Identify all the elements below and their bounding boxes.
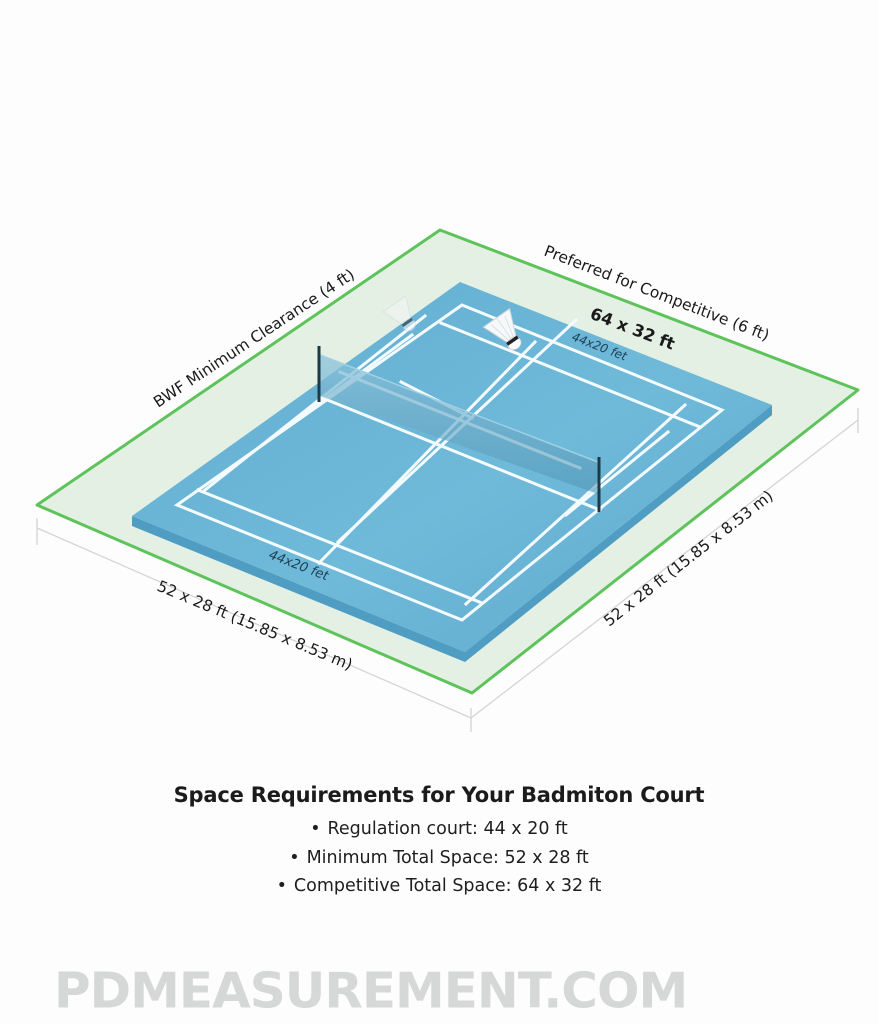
- shuttlecock-icon: [482, 307, 522, 351]
- diagram-title: Space Requirements for Your Badmiton Cou…: [173, 783, 705, 807]
- shuttlecock-icon: [382, 295, 416, 332]
- requirement-item: Competitive Total Space: 64 x 32 ft: [0, 872, 878, 901]
- watermark: PDMEASUREMENT.COM: [54, 962, 688, 1020]
- court-surface: [132, 282, 772, 652]
- net: [319, 354, 599, 494]
- requirement-item: Minimum Total Space: 52 x 28 ft: [0, 844, 878, 873]
- requirements-list: Regulation court: 44 x 20 ft Minimum Tot…: [0, 815, 878, 901]
- caption: Space Requirements for Your Badmiton Cou…: [0, 783, 878, 901]
- requirement-item: Regulation court: 44 x 20 ft: [0, 815, 878, 844]
- dimension-lines: [36, 408, 859, 732]
